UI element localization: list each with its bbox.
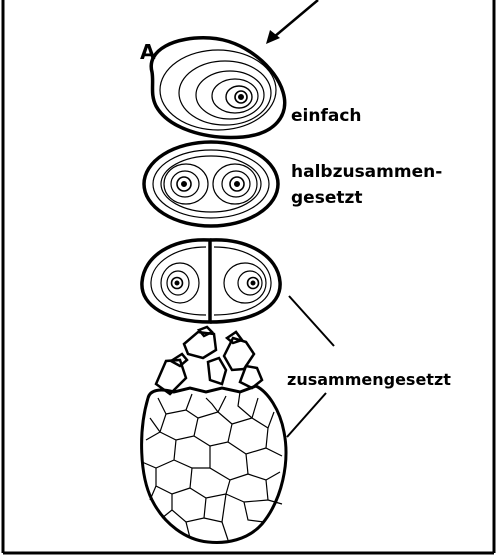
compound-starch-grain bbox=[142, 327, 286, 542]
label-half-compound-line2: gesetzt bbox=[291, 188, 363, 208]
label-simple: einfach bbox=[291, 106, 362, 126]
figure-frame bbox=[3, 0, 494, 553]
simple-starch-grain bbox=[151, 38, 284, 138]
two-part-compound-grain bbox=[142, 240, 280, 322]
pointer-arrow-icon bbox=[266, 0, 318, 44]
leader-lines bbox=[287, 296, 334, 437]
label-compound: zusammengesetzt bbox=[287, 370, 451, 389]
label-half-compound-line1: halbzusammen- bbox=[291, 162, 442, 182]
half-compound-starch-grain bbox=[144, 142, 278, 226]
